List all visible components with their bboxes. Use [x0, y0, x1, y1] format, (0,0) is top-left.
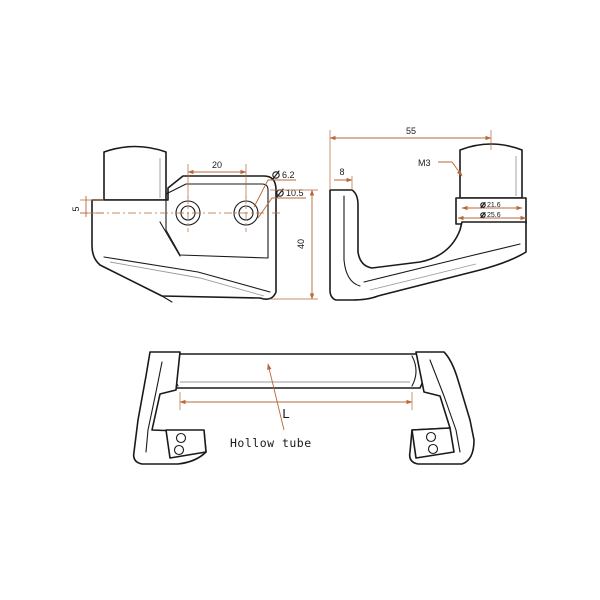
- dim-hole-text: 6.2: [282, 170, 295, 180]
- dim-reach: 55: [329, 126, 492, 190]
- dim-counterbore-text: 10.5: [286, 188, 304, 198]
- dim-thickness: 8: [334, 167, 353, 190]
- dim-offset: 5: [71, 196, 104, 217]
- dim-collar-diameters: 21.6 25.6: [457, 201, 527, 221]
- dim-height: 40: [270, 189, 318, 300]
- front-view: 20 6.2 10.5 40 5: [71, 145, 318, 303]
- dim-length: L: [179, 392, 413, 421]
- dim-height-text: 40: [296, 239, 306, 249]
- dim-length-text: L: [282, 406, 289, 421]
- isometric-view: L Hollow tube: [132, 351, 475, 465]
- front-view-body: [91, 145, 277, 303]
- dim-hole-pitch-text: 20: [212, 160, 222, 170]
- dim-offset-text: 5: [71, 206, 81, 211]
- hollow-tube: [164, 353, 426, 389]
- left-bracket: [132, 351, 207, 465]
- tube-callout: Hollow tube: [230, 363, 312, 450]
- dim-thickness-text: 8: [339, 167, 344, 177]
- dim-hole-pitch: 20: [187, 160, 247, 198]
- dim-thread-text: M3: [418, 158, 431, 168]
- dim-thread: M3: [418, 158, 463, 177]
- tube-label: Hollow tube: [230, 436, 312, 450]
- dim-inner-dia-text: 21.6: [487, 202, 501, 209]
- right-bracket: [408, 351, 475, 465]
- dim-reach-text: 55: [406, 126, 416, 136]
- dim-outer-dia-text: 25.6: [487, 212, 501, 219]
- side-view: 55 8 M3 21.6 25.6: [329, 126, 527, 301]
